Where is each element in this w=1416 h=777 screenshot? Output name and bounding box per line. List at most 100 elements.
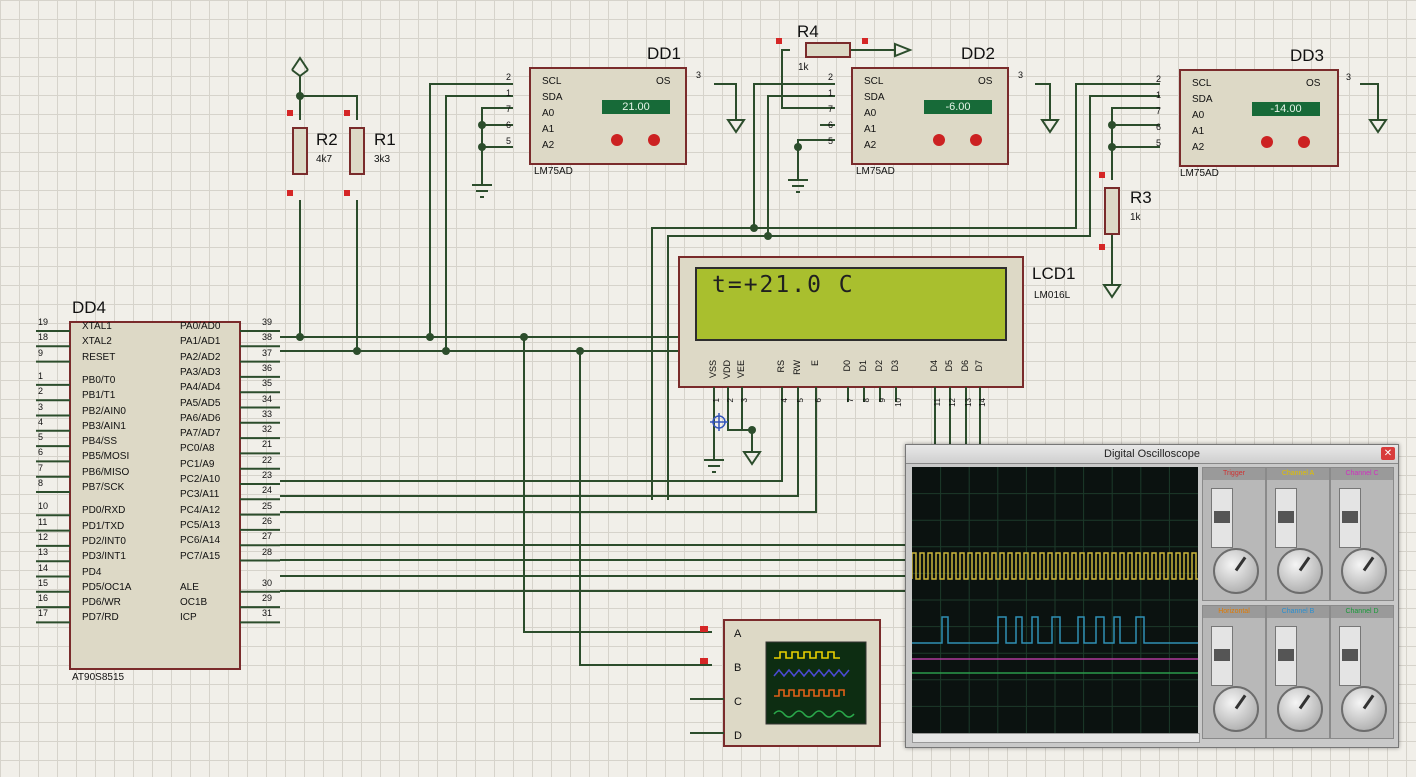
close-icon[interactable]: ✕ bbox=[1381, 447, 1395, 460]
position-slider[interactable] bbox=[1339, 626, 1361, 686]
mcu-right-pin-name: PC0/A8 bbox=[180, 443, 215, 455]
ref-label-dd2: DD2 bbox=[961, 44, 996, 63]
rotary-knob-icon[interactable] bbox=[1341, 548, 1387, 594]
chip-dd3[interactable] bbox=[1179, 69, 1339, 167]
mcu-right-pin-number: 25 bbox=[262, 500, 273, 511]
chip-dd2[interactable] bbox=[851, 67, 1009, 165]
mcu-left-pin-number: 16 bbox=[38, 593, 49, 604]
dd3-pin-name: A2 bbox=[1192, 142, 1205, 153]
mcu-right-pin-name: ALE bbox=[180, 581, 199, 593]
mcu-left-pin-number: 2 bbox=[38, 386, 44, 397]
ref-label-r2: R2 bbox=[316, 130, 338, 149]
ground-icon bbox=[472, 184, 492, 198]
logic-analyzer-channel-label: C bbox=[734, 696, 742, 708]
rotary-knob-icon[interactable] bbox=[1277, 686, 1323, 732]
dd3-pin-number: 2 bbox=[1156, 74, 1162, 84]
osc-section-channel-a: Channel A bbox=[1266, 467, 1330, 601]
dd1-pin-name: SCL bbox=[542, 76, 562, 87]
mcu-right-pin-name: OC1B bbox=[180, 597, 208, 609]
dd2-pin-name: A1 bbox=[864, 124, 877, 135]
mcu-right-pin-number: 35 bbox=[262, 378, 273, 389]
resistor-r2[interactable] bbox=[287, 110, 308, 196]
dd1-pin-number: 2 bbox=[506, 72, 512, 82]
position-slider[interactable] bbox=[1211, 488, 1233, 548]
dd2-pin-name: A2 bbox=[864, 140, 877, 151]
dd1-pin-number: 7 bbox=[506, 104, 512, 114]
logic-analyzer-channel-label: D bbox=[734, 730, 742, 742]
lcd-pin-name: E bbox=[810, 360, 820, 367]
osc-section-title: Horizontal bbox=[1203, 606, 1265, 618]
position-slider[interactable] bbox=[1275, 488, 1297, 548]
power-symbols bbox=[291, 42, 1388, 473]
mcu-left-pin-number: 12 bbox=[38, 531, 49, 542]
position-slider[interactable] bbox=[1211, 626, 1233, 686]
mcu-left-pin-name: PD1/TXD bbox=[82, 520, 125, 532]
mcu-left-pin-name: PB4/SS bbox=[82, 436, 118, 448]
dd2-pin-number: 6 bbox=[828, 120, 834, 130]
mcu-right-pin-number: 37 bbox=[262, 347, 273, 358]
mcu-left-pin-name: PB2/AIN0 bbox=[82, 405, 126, 417]
lcd-pin-number: 4 bbox=[780, 398, 789, 403]
rotary-knob-icon[interactable] bbox=[1277, 548, 1323, 594]
ground-icon bbox=[1040, 119, 1060, 134]
resistor-r3[interactable] bbox=[1099, 172, 1120, 250]
logic-analyzer[interactable] bbox=[690, 619, 881, 747]
dd1-pin-os: OS bbox=[656, 76, 671, 87]
lcd-pin-number: 5 bbox=[796, 398, 805, 403]
mcu-right-pin-name: PA6/AD6 bbox=[180, 412, 221, 424]
lcd-pin-number: 3 bbox=[740, 398, 749, 403]
mcu-right-pin-number: 27 bbox=[262, 531, 273, 542]
rotary-knob-icon[interactable] bbox=[1213, 686, 1259, 732]
mcu-left-pin-name: PD4 bbox=[82, 566, 102, 578]
lcd-display-text: t=+21.0 C bbox=[712, 272, 855, 298]
mcu-left-pin-name: PB1/T1 bbox=[82, 390, 116, 402]
dd2-pin-number: 7 bbox=[828, 104, 834, 114]
mcu-left-pin-number: 18 bbox=[38, 332, 49, 343]
probe-cursor-icon[interactable] bbox=[710, 413, 728, 431]
mcu-right-pin-name: PA0/AD0 bbox=[180, 321, 221, 332]
resistor-r4[interactable] bbox=[776, 38, 868, 58]
dd1-pin-name: A0 bbox=[542, 108, 555, 119]
mcu-left-pin-name: PD5/OC1A bbox=[82, 581, 132, 593]
mcu-right-pin-number: 36 bbox=[262, 362, 273, 373]
mcu-left-pin-number: 4 bbox=[38, 416, 44, 427]
ref-label-lcd1: LCD1 bbox=[1032, 264, 1076, 283]
oscilloscope-scrollbar[interactable] bbox=[912, 733, 1200, 743]
mcu-right-pin-name: PA4/AD4 bbox=[180, 382, 221, 394]
mcu-left-pin-number: 9 bbox=[38, 347, 44, 358]
resistor-r1[interactable] bbox=[344, 110, 365, 196]
mcu-left-pin-name: PB5/MOSI bbox=[82, 451, 130, 463]
lcd-pin-name: D2 bbox=[874, 360, 884, 372]
dd3-pin-number: 6 bbox=[1156, 122, 1162, 132]
lcd-pin-name: VDD bbox=[722, 360, 732, 380]
position-slider[interactable] bbox=[1275, 626, 1297, 686]
lcd-module[interactable] bbox=[678, 256, 1024, 388]
rotary-knob-icon[interactable] bbox=[1341, 686, 1387, 732]
mcu-dd4[interactable] bbox=[69, 321, 241, 670]
osc-section-horizontal: Horizontal bbox=[1202, 605, 1266, 739]
logic-analyzer-channel-label: B bbox=[734, 662, 742, 674]
mcu-right-pin-number: 22 bbox=[262, 454, 273, 465]
dd1-pin-name: A2 bbox=[542, 140, 555, 151]
lcd-pin-number: 6 bbox=[814, 398, 823, 403]
lcd-pin-number: 9 bbox=[878, 398, 887, 403]
mcu-left-pin-number: 1 bbox=[38, 370, 44, 381]
dd1-pin-os-number: 3 bbox=[696, 70, 702, 80]
mcu-left-pin-name: RESET bbox=[82, 351, 116, 363]
mcu-right-pin-name: PC7/A15 bbox=[180, 550, 221, 562]
lcd-pins bbox=[713, 387, 981, 402]
mcu-right-pin-number: 39 bbox=[262, 317, 273, 327]
rotary-knob-icon[interactable] bbox=[1213, 548, 1259, 594]
mcu-right-pin-name: PA1/AD1 bbox=[180, 336, 221, 348]
ref-label-dd1: DD1 bbox=[647, 44, 682, 63]
oscilloscope-titlebar[interactable]: Digital Oscilloscope ✕ bbox=[906, 445, 1398, 464]
chip-dd1[interactable] bbox=[529, 67, 687, 165]
type-label-lcd1: LM016L bbox=[1034, 290, 1071, 301]
ref-label-dd3: DD3 bbox=[1290, 46, 1325, 65]
dd2-pin-name: A0 bbox=[864, 108, 877, 119]
mcu-right-pin-name: PC1/A9 bbox=[180, 458, 215, 470]
osc-section-title: Channel D bbox=[1331, 606, 1393, 618]
mcu-right-pin-name: ICP bbox=[180, 612, 197, 624]
position-slider[interactable] bbox=[1339, 488, 1361, 548]
